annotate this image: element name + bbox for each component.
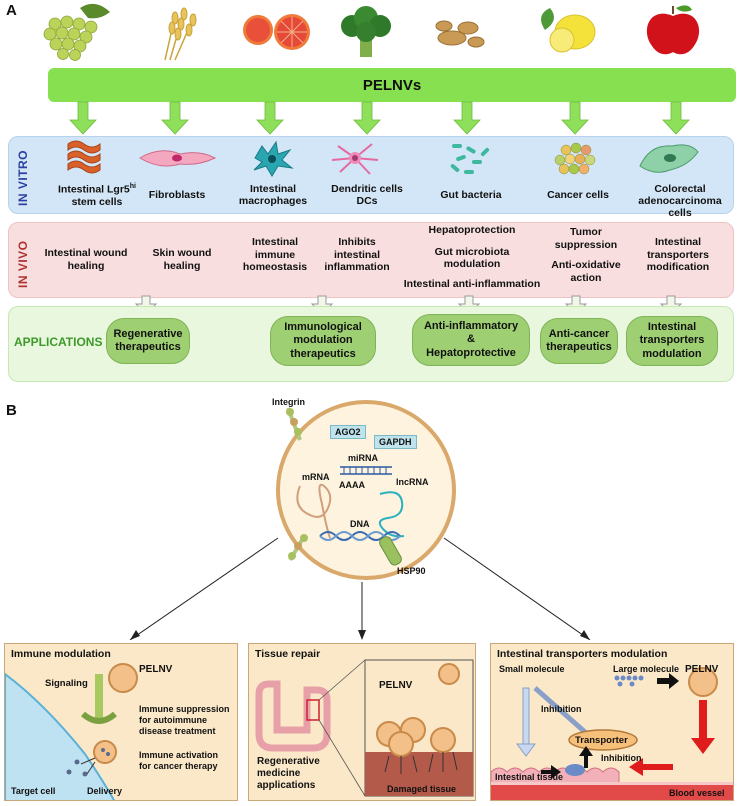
tissue-damaged-label: Damaged tissue [387,784,457,794]
grapefruit-icon [243,14,310,50]
arrow-5 [453,101,481,135]
transport-large-molecule: Large molecule [613,664,680,674]
immune-title: Immune modulation [11,648,111,660]
arrow-1 [69,101,97,135]
broccoli-icon [341,6,391,57]
immune-modulation-box: Immune modulation PELNV Signaling Immune… [4,643,238,801]
vesicle-diagram [129,400,591,640]
tissue-pelnv-label: PELNV [379,680,413,691]
transport-intestinal-tissue: Intestinal tissue [495,772,564,782]
transport-small-molecule: Small molecule [499,664,565,674]
arrow-2 [161,101,189,135]
ginger-icon [435,20,485,48]
vivo-app-arrows [134,295,683,315]
arrow-6 [561,101,589,135]
app-anti-inflammatory: Anti-inflammatory&Hepatoprotective [412,314,530,366]
cell-label-bacteria: Gut bacteria [440,189,502,201]
cell-label-fibroblasts: Fibroblasts [148,189,206,201]
immune-pelnv-label: PELNV [139,664,173,675]
label-mirna: miRNA [348,453,379,463]
label-lncrna: lncRNA [396,477,429,487]
tissue-illustration [255,659,474,797]
panel-b-letter: B [6,402,17,419]
lncrna-icon [378,491,405,538]
cell-label-cancer: Cancer cells [547,189,609,201]
vesicle-membrane [276,400,456,580]
label-hsp90: HSP90 [397,566,426,576]
label-integrin: Integrin [272,397,305,407]
transport-inhibition-1: Inhibition [541,704,582,714]
arrow-4 [353,101,381,135]
label-gapdh: GAPDH [374,435,417,449]
banner-arrows [69,101,690,135]
hsp90-icon [379,536,402,566]
integrin-bottom-icon [288,533,308,562]
in-vitro-band [8,136,734,214]
cancer-cells-icon [554,142,596,175]
transport-transporter-label: Transporter [575,735,628,746]
arrow-3 [256,101,284,135]
dendritic-cell-icon [331,143,379,175]
integrin-icon [286,407,302,441]
label-ago2: AGO2 [330,425,366,439]
cell-icons [67,140,699,177]
label-dna: DNA [350,519,370,529]
immune-signaling-label: Signaling [45,678,88,689]
intestinal-stem-cell-icon [67,140,101,174]
wheat-icon [164,7,197,61]
dna-icon [319,531,401,541]
transport-blood-vessel: Blood vessel [669,788,725,798]
adenocarcinoma-cell-icon [639,144,699,173]
immune-delivery-label: Delivery [87,786,123,796]
immune-illustration [5,663,138,800]
transport-title: Intestinal transporters modulation [497,648,668,660]
transport-inhibition-2: Inhibition [601,753,642,763]
in-vivo-label: IN VIVO [16,240,30,288]
in-vivo-band [8,222,734,298]
fibroblast-icon [139,150,217,167]
pelnvs-banner: PELNVs [48,68,736,102]
label-mrna: mRNA [302,472,330,482]
label-aaaa: AAAA [339,480,365,490]
macrophage-icon [253,140,294,177]
arrow-7 [662,101,690,135]
apple-icon [646,5,700,55]
mirna-icon [340,466,392,475]
transporters-box: Intestinal transporters modulation Small… [490,643,734,801]
transporters-illustration [491,667,733,800]
applications-label: APPLICATIONS [14,335,103,349]
plant-sources [43,3,700,61]
gut-bacteria-icon [450,144,490,174]
immune-target-cell-label: Target cell [11,786,56,796]
panel-a-letter: A [6,2,17,19]
transport-pelnv-label: PELNV [685,664,719,675]
lemon-icon [541,8,596,53]
tissue-title: Tissue repair [255,648,321,660]
mrna-icon [296,483,332,539]
grapes-icon [43,3,110,61]
